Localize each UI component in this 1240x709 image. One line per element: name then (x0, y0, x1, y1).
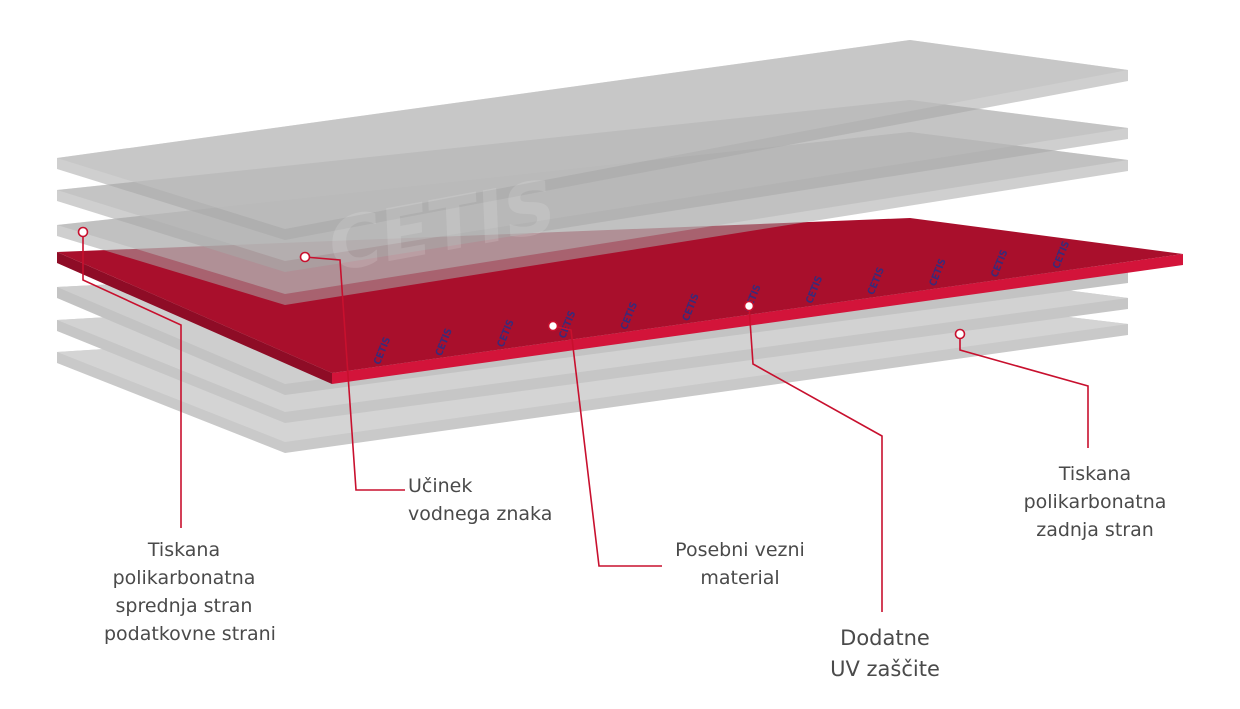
callout-line-watermark (304, 256, 405, 491)
callout-line-bonding (552, 325, 662, 567)
top-sheet-1 (57, 40, 1128, 240)
label-back-side: Tiskana polikarbonatna zadnja stran (1023, 463, 1167, 541)
label-bonding-material: Posebni vezni material (675, 539, 805, 589)
callout-marker-watermark (299, 251, 311, 263)
callout-marker-front (77, 226, 89, 238)
callout-marker-uv (743, 300, 755, 312)
callout-line-front (82, 232, 182, 528)
callout-line-uv (748, 305, 883, 612)
callout-marker-back (954, 328, 966, 340)
callout-line-back (959, 334, 1089, 448)
label-watermark-effect: Učinek vodnega znaka (408, 475, 553, 525)
label-uv-protection: Dodatne UV zaščite (830, 626, 940, 681)
callout-marker-bonding (547, 320, 559, 332)
label-front-side: Tiskana polikarbonatna sprednja stran po… (104, 539, 276, 645)
